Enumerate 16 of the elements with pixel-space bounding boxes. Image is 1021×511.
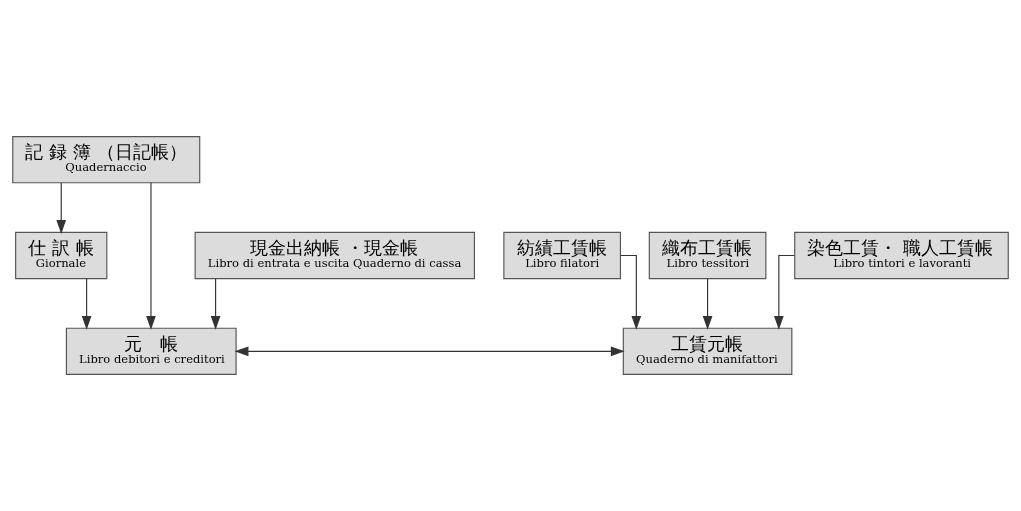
node-box: 工賃元帳 Quaderno di manifattori — [622, 327, 793, 375]
node-box: 元 帳 Libro debitori e creditori — [65, 327, 237, 375]
arrow — [210, 278, 221, 330]
node-box: 記 録 簿 （日記帳） Quadernaccio — [12, 136, 201, 184]
node-box: 現金出納帳 ・現金帳 Libro di entrata e uscita Quaderno di cassa — [194, 231, 475, 280]
node-box: 紡績工賃帳 Libro filatori — [503, 231, 621, 280]
arrow — [774, 254, 795, 330]
arrow — [234, 346, 625, 357]
node-box: 仕 訳 帳 Giornale — [15, 231, 108, 280]
node-box: 染色工賃・ 職人工賃帳 Libro tintori e lavoranti — [794, 231, 1009, 280]
arrow — [56, 182, 67, 234]
arrow — [146, 182, 156, 330]
arrow — [702, 278, 713, 330]
arrow — [620, 254, 642, 330]
arrow — [81, 278, 92, 330]
node-box: 織布工賃帳 Libro tessitori — [648, 231, 767, 280]
